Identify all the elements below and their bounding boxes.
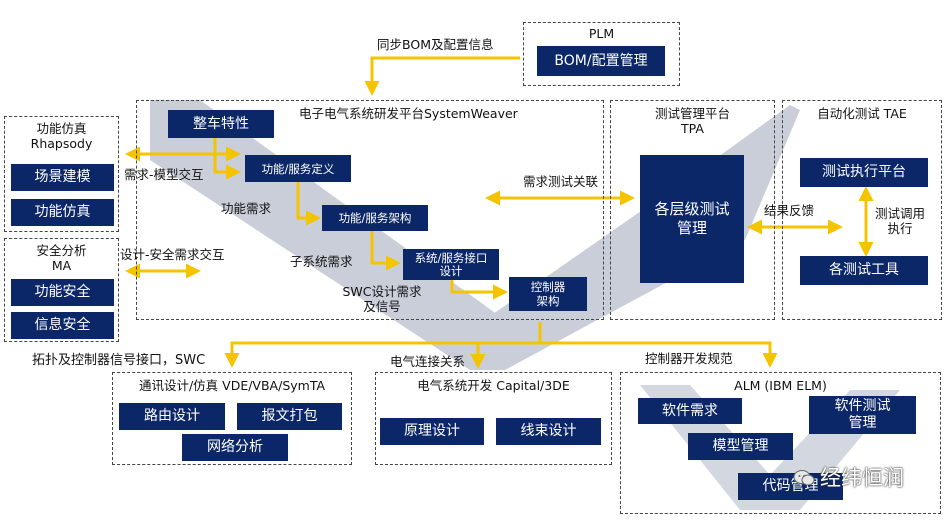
design-safety-label: 设计-安全需求交互 [120,247,225,262]
system-interface-line2: 设计 [439,263,463,278]
test-call-line1: 测试调用 [874,206,925,221]
systemweaver-box [136,100,604,320]
rhapsody-box [4,116,119,232]
swc-design-req-label: SWC设计需求 及信号 [327,284,437,314]
info-safety-block[interactable]: 信息安全 [11,312,114,339]
ctrl-line1: 控制器 [530,280,566,294]
harness-design-block[interactable]: 线束设计 [496,418,601,445]
func-req-label: 功能需求 [221,201,272,216]
test-tools-block[interactable]: 各测试工具 [800,256,928,285]
step-arrow-4 [450,280,508,300]
swc-line1: SWC设计需求 [342,284,422,299]
vde-box [112,372,352,465]
sync-bom-arrow [364,56,520,96]
rhapsody-title-line1: 功能仿真 [36,121,87,136]
rhapsody-title: 功能仿真 Rhapsody [4,121,119,151]
model-mgmt-block[interactable]: 模型管理 [688,433,793,460]
test-mgmt-block[interactable]: 各层级测试 管理 [640,155,744,283]
elec-conn-label: 电气连接关系 [390,354,466,369]
tpa-box [610,100,775,320]
step-arrow-1 [213,138,241,180]
tpa-title-line1: 测试管理平台 [654,106,730,121]
topology-label: 拓扑及控制器信号接口，SWC [32,353,206,368]
tpa-title: 测试管理平台 TPA [610,106,775,136]
ma-title-line1: 安全分析 [36,243,87,258]
scene-modeling-block[interactable]: 场景建模 [11,164,114,191]
bom-config-block[interactable]: BOM/配置管理 [537,46,665,76]
capital-title: 电气系统开发 Capital/3DE [417,378,570,393]
tae-title: 自动化测试 TAE [817,106,907,121]
systemweaver-title: 电子电气系统研发平台SystemWeaver [299,106,518,121]
ma-box [4,238,119,342]
tae-box [782,100,942,320]
sw-test-block[interactable]: 软件测试 管理 [809,396,916,434]
tpa-title-line2: TPA [681,121,704,136]
sw-req-block[interactable]: 软件需求 [638,398,742,424]
watermark-text: 经纬恒润 [820,466,904,490]
alm-title: ALM (IBM ELM) [734,378,827,393]
test-mgmt-line2: 管理 [676,219,707,237]
swc-line2: 及信号 [363,299,401,314]
plm-box [523,22,680,86]
sw-test-line2: 管理 [848,415,877,431]
subsystem-req-label: 子系统需求 [290,254,353,269]
req-test-label: 需求测试关联 [523,174,599,189]
network-analysis-block[interactable]: 网络分析 [182,434,288,461]
func-safety-block[interactable]: 功能安全 [11,279,114,306]
req-model-label: 需求-模型交互 [124,167,204,182]
message-packing-block[interactable]: 报文打包 [237,403,342,430]
test-call-label: 测试调用 执行 [864,206,936,236]
vde-title: 通讯设计/仿真 VDE/VBA/SymTA [138,378,326,393]
test-exec-block[interactable]: 测试执行平台 [800,158,928,187]
test-call-line2: 执行 [887,221,913,236]
step-arrow-2 [296,182,321,226]
vehicle-feature-block[interactable]: 整车特性 [168,110,274,138]
alm-box [620,372,941,514]
wechat-icon [793,469,815,487]
step-arrow-3 [370,231,401,271]
routing-design-block[interactable]: 路由设计 [119,403,225,430]
ma-title: 安全分析 MA [4,243,119,273]
func-sim-block[interactable]: 功能仿真 [11,199,114,226]
func-service-arch-block[interactable]: 功能/服务架构 [322,205,428,231]
sync-bom-label: 同步BOM及配置信息 [377,37,494,52]
ma-title-line2: MA [51,258,72,273]
plm-title: PLM [588,26,615,41]
feedback-label: 结果反馈 [764,203,815,218]
capital-box [375,372,612,465]
system-interface-block[interactable]: 系统/服务接口 设计 [403,249,499,280]
controller-arch-block[interactable]: 控制器 架构 [509,277,587,311]
system-interface-line1: 系统/服务接口 [414,250,488,265]
test-mgmt-line1: 各层级测试 [654,200,730,218]
sw-test-line1: 软件测试 [834,398,891,414]
ctrl-line2: 架构 [536,294,560,308]
func-service-def-block[interactable]: 功能/服务定义 [245,155,351,182]
ctrl-spec-label: 控制器开发规范 [645,351,733,366]
rhapsody-title-line2: Rhapsody [30,136,93,151]
schematic-design-block[interactable]: 原理设计 [380,418,484,445]
